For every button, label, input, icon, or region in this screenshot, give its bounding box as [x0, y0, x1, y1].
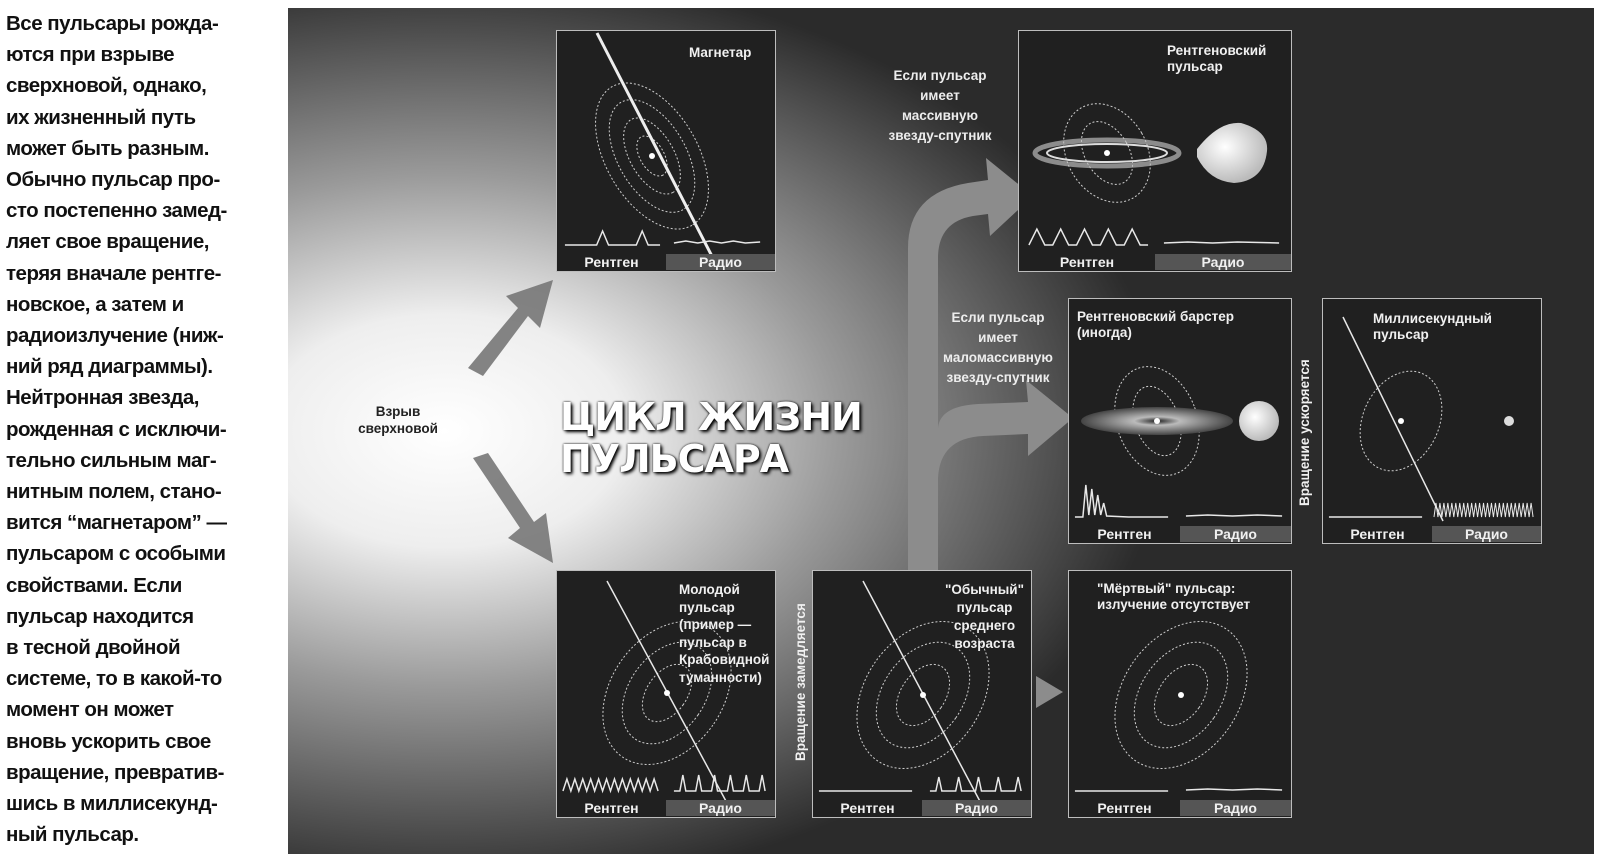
magnetar-curves: [564, 229, 761, 246]
young-pulsar-curves: [562, 774, 766, 794]
xray-pulsar-drawing: [1032, 103, 1268, 203]
branch-massive-label: Если пульсар имеет массивную звезду-спут…: [888, 68, 992, 143]
dead-pulsar-title: "Мёртвый" пульсар: излучение отсутствует: [1097, 581, 1251, 612]
spin-up-label: Вращение ускоряется: [1297, 359, 1312, 506]
supernova-label: Взрыв сверхновой: [358, 404, 438, 436]
ordinary-pulsar-xray-label: Рентген: [840, 800, 895, 816]
xray-burster-drawing: [1081, 366, 1279, 476]
branch-arrow: [908, 158, 1073, 573]
dead-pulsar-drawing: [1114, 621, 1248, 769]
dead-pulsar-xray-label: Рентген: [1097, 800, 1152, 816]
dead-pulsar-curves: [1074, 788, 1283, 792]
box-millisecond-pulsar: Миллисекундный пульсар Рентген Радио: [1322, 298, 1542, 544]
diagram-title: ЦИКЛ ЖИЗНИ ПУЛЬСАРА: [560, 395, 863, 481]
xray-burster-title: Рентгеновский барстер (иногда): [1077, 309, 1235, 340]
magnetar-xray-label: Рентген: [584, 254, 639, 270]
young-pulsar-radio-label: Радио: [666, 800, 775, 816]
xray-burster-xray-label: Рентген: [1097, 526, 1152, 542]
xray-pulsar-title: Рентгеновский пульсар: [1167, 43, 1267, 74]
magnetar-radio-label: Радио: [666, 254, 775, 270]
young-pulsar-xray-label: Рентген: [584, 800, 639, 816]
box-magnetar: Магнетар Рентген Радио: [556, 30, 776, 272]
xray-burster-radio-label: Радио: [1180, 526, 1291, 542]
young-pulsar-drawing: [602, 580, 732, 804]
pulsar-lifecycle-diagram: Взрыв сверхновой ЦИКЛ ЖИЗНИ ПУЛЬСАРА Есл…: [288, 8, 1594, 854]
box-young-pulsar: Молодой пульсар (пример — пульсар в Краб…: [556, 570, 776, 818]
box-xray-pulsar: Рентгеновский пульсар Рентген Радио: [1018, 30, 1292, 272]
xray-burster-curves: [1074, 484, 1283, 518]
dead-pulsar-radio-label: Радио: [1180, 800, 1291, 816]
spin-down-label: Вращение замедляется: [793, 603, 808, 761]
millisecond-pulsar-xray-label: Рентген: [1350, 526, 1405, 542]
ordinary-pulsar-radio-label: Радио: [922, 800, 1031, 816]
ordinary-pulsar-curves: [818, 776, 1022, 792]
millisecond-pulsar-title: Миллисекундный пульсар: [1373, 311, 1492, 342]
magnetar-title: Магнетар: [689, 45, 752, 60]
supernova-arrows: [468, 280, 553, 563]
box-xray-burster: Рентгеновский барстер (иногда) Рентген Р…: [1068, 298, 1292, 544]
xray-pulsar-xray-label: Рентген: [1059, 254, 1115, 270]
description-text: Все пульсары рожда- ются при взрыве свер…: [6, 12, 227, 847]
millisecond-pulsar-drawing: [1342, 316, 1514, 522]
magnetar-field-drawing: [595, 32, 719, 267]
xray-pulsar-curves: [1028, 227, 1280, 246]
millisecond-pulsar-curves: [1328, 502, 1534, 518]
young-pulsar-title: Молодой пульсар (пример — пульсар в Краб…: [679, 582, 770, 685]
branch-lowmass-label: Если пульсар имеет маломассивную звезду-…: [943, 310, 1053, 385]
bottom-arrow: [1036, 676, 1063, 708]
box-dead-pulsar: "Мёртвый" пульсар: излучение отсутствует…: [1068, 570, 1292, 818]
ordinary-pulsar-title: "Обычный" пульсар среднего возраста: [945, 582, 1024, 651]
box-ordinary-pulsar: "Обычный" пульсар среднего возраста Рент…: [812, 570, 1032, 818]
ordinary-pulsar-drawing: [856, 580, 990, 808]
xray-pulsar-radio-label: Радио: [1155, 254, 1291, 270]
millisecond-pulsar-radio-label: Радио: [1432, 526, 1541, 542]
